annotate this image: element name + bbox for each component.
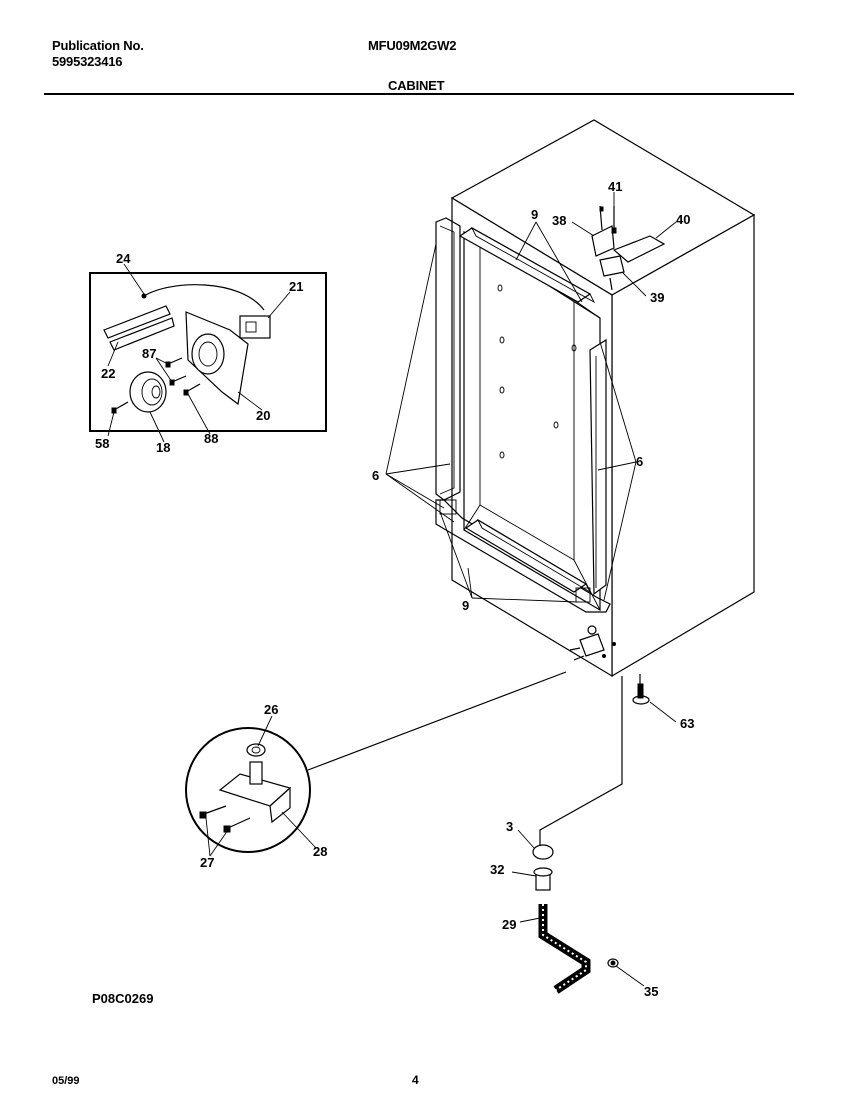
leader-lines (107, 192, 677, 987)
callout-32: 32 (490, 862, 504, 877)
callout-58: 58 (95, 436, 109, 451)
callout-35: 35 (644, 984, 658, 999)
drain-assembly (532, 676, 623, 994)
callout-26: 26 (264, 702, 278, 717)
callout-22: 22 (101, 366, 115, 381)
callout-3: 3 (506, 819, 513, 834)
diagram-code: P08C0269 (92, 991, 153, 1006)
light-assembly-inset (89, 272, 327, 432)
cabinet-body (435, 119, 756, 678)
header-rule (44, 93, 794, 95)
publication-number: 5995323416 (52, 54, 123, 69)
callout-40: 40 (676, 212, 690, 227)
footer-date: 05/99 (52, 1075, 80, 1087)
callout-6-right: 6 (636, 454, 643, 469)
callout-41: 41 (608, 179, 622, 194)
callout-21: 21 (289, 279, 303, 294)
callout-28: 28 (313, 844, 327, 859)
callout-20: 20 (256, 408, 270, 423)
callout-18: 18 (156, 440, 170, 455)
model-number: MFU09M2GW2 (368, 38, 457, 53)
callout-38: 38 (552, 213, 566, 228)
callout-63: 63 (680, 716, 694, 731)
callout-6-left: 6 (372, 468, 379, 483)
top-hinge-assembly (591, 205, 666, 291)
callout-29: 29 (502, 917, 516, 932)
callout-88: 88 (204, 431, 218, 446)
callout-9-top: 9 (531, 207, 538, 222)
leveling-leg (632, 674, 650, 705)
callout-27: 27 (200, 855, 214, 870)
callout-39: 39 (650, 290, 664, 305)
callout-9-bottom: 9 (462, 598, 469, 613)
page-number: 4 (412, 1073, 419, 1087)
section-title: CABINET (388, 78, 445, 93)
callout-labels: 24 21 22 87 20 58 18 88 9 38 41 40 39 6 … (95, 179, 694, 999)
callout-24: 24 (116, 251, 131, 266)
bottom-hinge-mount (569, 625, 616, 661)
callout-87: 87 (142, 346, 156, 361)
publication-label: Publication No. (52, 38, 144, 53)
